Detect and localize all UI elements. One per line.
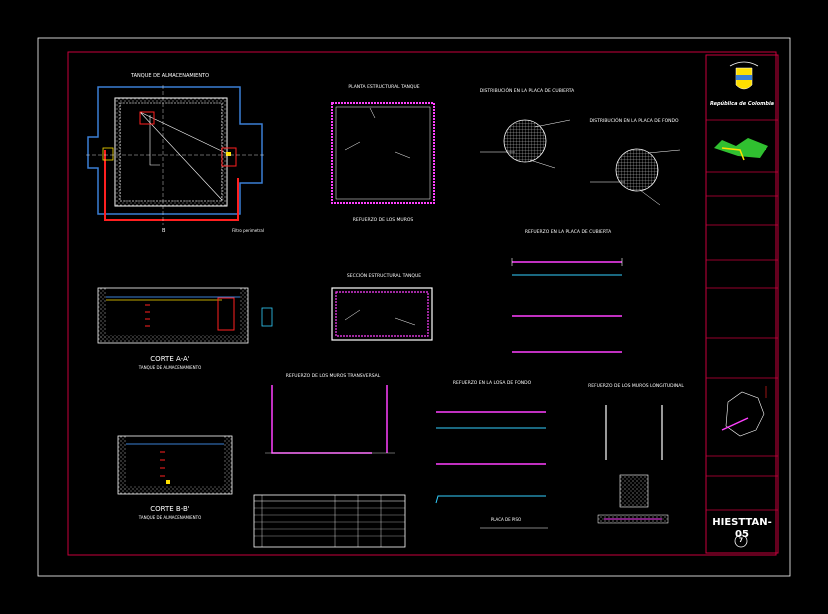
sheet-number: 7	[738, 537, 744, 544]
plate-structural: PLANTA ESTRUCTURAL TANQUE REFUERZO DE LO…	[331, 84, 435, 223]
rebar-schedule-table	[253, 494, 406, 548]
section-bb-sub: TANQUE DE ALMACENAMIENTO	[138, 515, 202, 520]
coat-of-arms-logo	[729, 61, 759, 90]
section-aa-title: CORTE A-A'	[150, 355, 189, 363]
plan-view: TANQUE DE ALMACENAMIENTO B Filtro perime…	[86, 73, 265, 234]
section-aa: CORTE A-A' TANQUE DE ALMACENAMIENTO	[97, 287, 273, 370]
distribution-bottom: DISTRIBUCIÓN EN LA PLACA DE FONDO	[589, 117, 681, 206]
location-map	[721, 386, 767, 437]
wall-transverse-title: REFUERZO DE LOS MUROS TRANSVERSAL	[286, 373, 381, 379]
outer-frame	[37, 37, 791, 577]
org-name: República de Colombia	[709, 101, 775, 107]
bottom-slab: REFUERZO EN LA LOSA DE FONDO PLACA DE PI…	[435, 380, 548, 529]
struct-section-title: SECCIÓN ESTRUCTURAL TANQUE	[347, 272, 421, 279]
slab-reinf-title: REFUERZO EN LA PLACA DE CUBIERTA	[525, 229, 612, 235]
title-block	[705, 54, 779, 554]
section-bb: CORTE B-B' TANQUE DE ALMACENAMIENTO	[117, 435, 233, 520]
hook-title: PLACA DE PISO	[491, 517, 521, 522]
dist-top-title: DISTRIBUCIÓN EN LA PLACA DE CUBIERTA	[480, 87, 575, 94]
sheet-code: HIESTTAN-05	[712, 517, 772, 540]
plan-note: Filtro perimetral	[232, 228, 264, 233]
bottom-slab-title: REFUERZO EN LA LOSA DE FONDO	[453, 380, 532, 386]
sheet-number-badge	[734, 534, 748, 548]
wall-transverse: REFUERZO DE LOS MUROS TRANSVERSAL	[265, 373, 395, 454]
plate-caption: REFUERZO DE LOS MUROS	[353, 217, 414, 223]
structural-section: SECCIÓN ESTRUCTURAL TANQUE	[331, 272, 433, 341]
inner-frame	[67, 51, 777, 556]
plan-marker: B	[162, 228, 166, 234]
wall-longitudinal: REFUERZO DE LOS MUROS LONGITUDINAL	[588, 383, 684, 524]
section-aa-sub: TANQUE DE ALMACENAMIENTO	[138, 365, 202, 370]
plate-title: PLANTA ESTRUCTURAL TANQUE	[348, 84, 419, 90]
dist-bottom-title: DISTRIBUCIÓN EN LA PLACA DE FONDO	[589, 117, 678, 124]
section-bb-title: CORTE B-B'	[150, 505, 190, 513]
wall-longitudinal-title: REFUERZO DE LOS MUROS LONGITUDINAL	[588, 383, 684, 389]
plan-title: TANQUE DE ALMACENAMIENTO	[130, 73, 209, 79]
institution-logo	[714, 138, 768, 161]
slab-reinforcement: REFUERZO EN LA PLACA DE CUBIERTA	[511, 229, 623, 353]
distribution-top: DISTRIBUCIÓN EN LA PLACA DE CUBIERTA	[480, 87, 575, 169]
